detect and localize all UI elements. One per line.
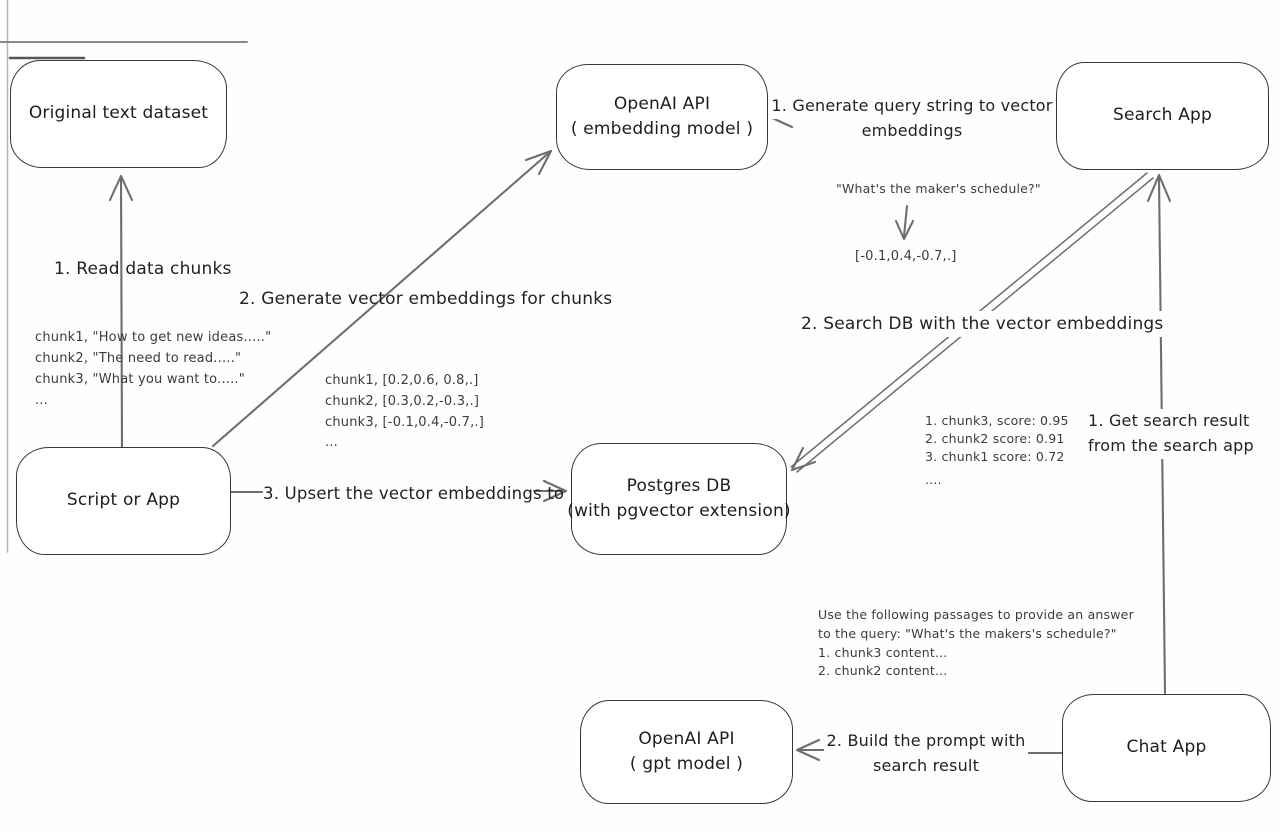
node-script-or-app: Script or App (16, 447, 231, 555)
annotation-line: chunk1, "How to get new ideas....." (35, 330, 272, 345)
edge-label-upsert: 3. Upsert the vector embeddings to DB (263, 484, 595, 503)
edge-label-line: embeddings (858, 118, 966, 144)
annotation-prompt-preview: Use the following passages to provide an… (818, 606, 1134, 681)
edge-search-db-arrowhead (790, 446, 817, 472)
annotation-query-vector: [-0.1,0.4,-0.7,.] (855, 249, 957, 264)
node-postgres-db: Postgres DB (with pgvector extension) (567, 443, 791, 555)
node-sublabel: ( gpt model ) (629, 754, 744, 774)
node-label: Postgres DB (626, 475, 732, 496)
annotation-line: chunk3, "What you want to....." (35, 372, 245, 388)
annotation-query-example: "What's the maker's schedule?" (836, 181, 1041, 196)
annotation-line: chunk2, [0.3,0.2,-0.3,.] (325, 393, 480, 409)
annotation-line: 2. chunk2 score: 0.91 (925, 430, 1065, 446)
edge-label-get-result: 1. Get search result from the search app (1085, 409, 1257, 459)
annotation-line: chunk2, "The need to read....." (35, 351, 242, 367)
node-label: OpenAI API (638, 728, 735, 749)
edge-label-read-chunks: 1. Read data chunks (54, 259, 232, 279)
annotation-line: chunk3, [-0.1,0.4,-0.7,.] (325, 414, 485, 430)
node-chat-app: Chat App (1062, 694, 1271, 802)
node-sublabel: (with pgvector extension) (567, 501, 791, 521)
edge-upsert-arrowhead (542, 479, 568, 503)
edge-label-build-prompt: 2. Build the prompt with search result (823, 729, 1029, 779)
node-label: Original text dataset (28, 103, 209, 124)
edge-build-prompt-arrowhead (795, 738, 821, 762)
node-label: OpenAI API (613, 93, 711, 114)
edge-read-chunks (119, 174, 124, 450)
node-sublabel: ( embedding model ) (570, 119, 754, 139)
node-label: Chat App (1126, 737, 1207, 758)
edge-gen-embeddings (211, 149, 553, 448)
edge-label-line: from the search app (1085, 433, 1257, 459)
edge-label-gen-embeddings: 2. Generate vector embeddings for chunks (239, 289, 613, 309)
edge-read-chunks-arrowhead (108, 174, 134, 202)
annotation-line: chunk1, [0.2,0.6, 0.8,.] (325, 373, 479, 388)
annotation-line: 1. chunk3 content... (818, 644, 948, 660)
edge-gen-embeddings-arrowhead (524, 149, 553, 176)
node-openai-embedding-api: OpenAI API ( embedding model ) (556, 64, 768, 170)
node-original-text-dataset: Original text dataset (10, 60, 227, 168)
edge-label-line: 1. Generate query string to vector (768, 94, 1056, 119)
edge-label-line: search result (869, 753, 983, 779)
edge-label-line: 2. Build the prompt with (823, 729, 1029, 754)
annotation-search-scores: 1. chunk3, score: 0.95 2. chunk2 score: … (925, 412, 1069, 489)
annotation-line: ... (325, 435, 338, 451)
edge-query-example-down (902, 204, 909, 238)
edge-label-line: 1. Get search result (1085, 409, 1253, 434)
annotation-line: Use the following passages to provide an… (818, 607, 1134, 622)
annotation-line: .... (925, 472, 942, 488)
edge-get-result-arrowhead (1146, 173, 1172, 203)
annotation-line: ... (35, 393, 48, 409)
annotation-line: 3. chunk1 score: 0.72 (925, 448, 1065, 464)
annotation-line: 2. chunk2 content... (818, 663, 948, 679)
annotation-chunk-vectors: chunk1, [0.2,0.6, 0.8,.] chunk2, [0.3,0.… (325, 371, 484, 454)
edge-query-example-down-arrowhead (894, 219, 915, 241)
node-label: Search App (1112, 105, 1213, 126)
node-label: Script or App (66, 490, 181, 511)
edge-label-search-db: 2. Search DB with the vector embeddings (797, 311, 1168, 338)
node-search-app: Search App (1056, 62, 1269, 170)
node-openai-gpt-api: OpenAI API ( gpt model ) (580, 700, 793, 804)
annotation-line: to the query: "What's the makers's sched… (818, 625, 1117, 641)
edge-label-query-to-vector: 1. Generate query string to vector embed… (768, 94, 1056, 144)
annotation-chunk-texts: chunk1, "How to get new ideas....." chun… (35, 327, 271, 411)
annotation-line: 1. chunk3, score: 0.95 (925, 413, 1069, 428)
